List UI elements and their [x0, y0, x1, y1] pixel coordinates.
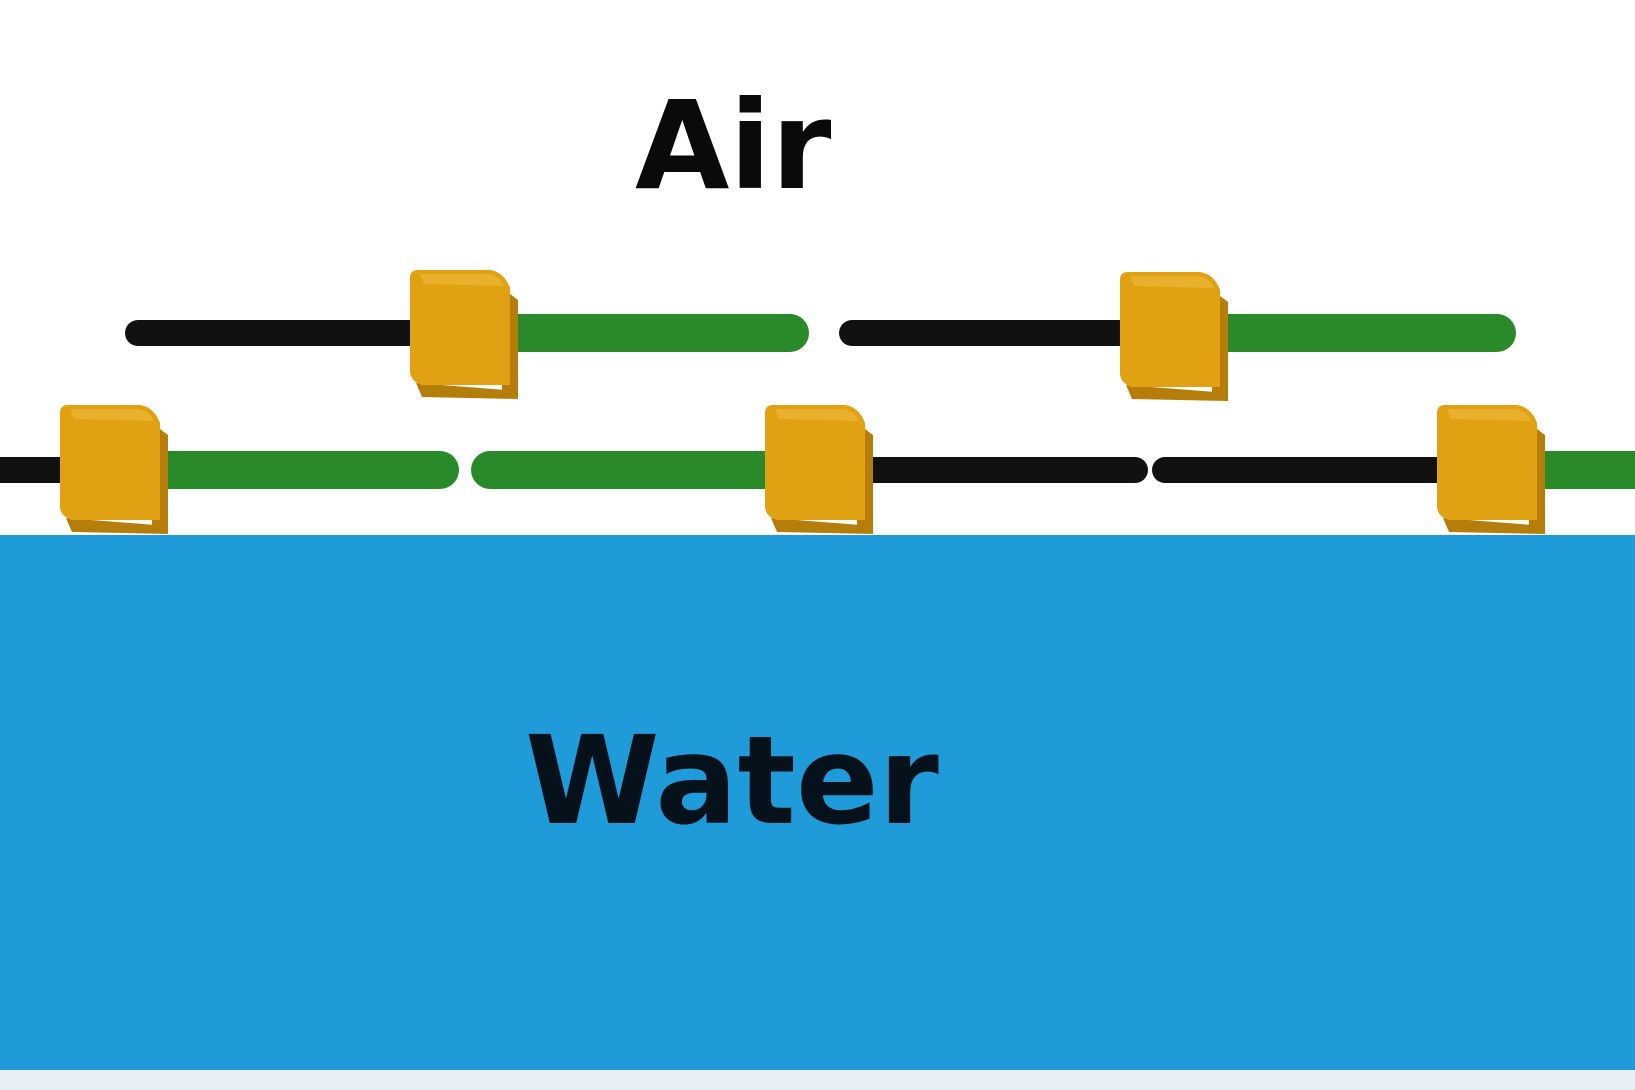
amphiphile-molecule-2: [839, 272, 1516, 401]
molecule-bead: [765, 405, 873, 534]
bottom-edge: [0, 1070, 1635, 1090]
molecule-bead: [410, 270, 518, 399]
water-label: Water: [525, 710, 939, 852]
amphiphile-molecule-4: [471, 405, 1148, 534]
air-label: Air: [635, 75, 832, 217]
amphiphile-molecule-5: [1152, 405, 1635, 534]
amphiphile-molecule-3: [0, 405, 459, 534]
amphiphile-molecule-1: [125, 270, 809, 399]
water-phase: [0, 535, 1635, 1070]
molecule-bead: [1120, 272, 1228, 401]
molecule-bead: [1437, 405, 1545, 534]
molecule-bead: [60, 405, 168, 534]
